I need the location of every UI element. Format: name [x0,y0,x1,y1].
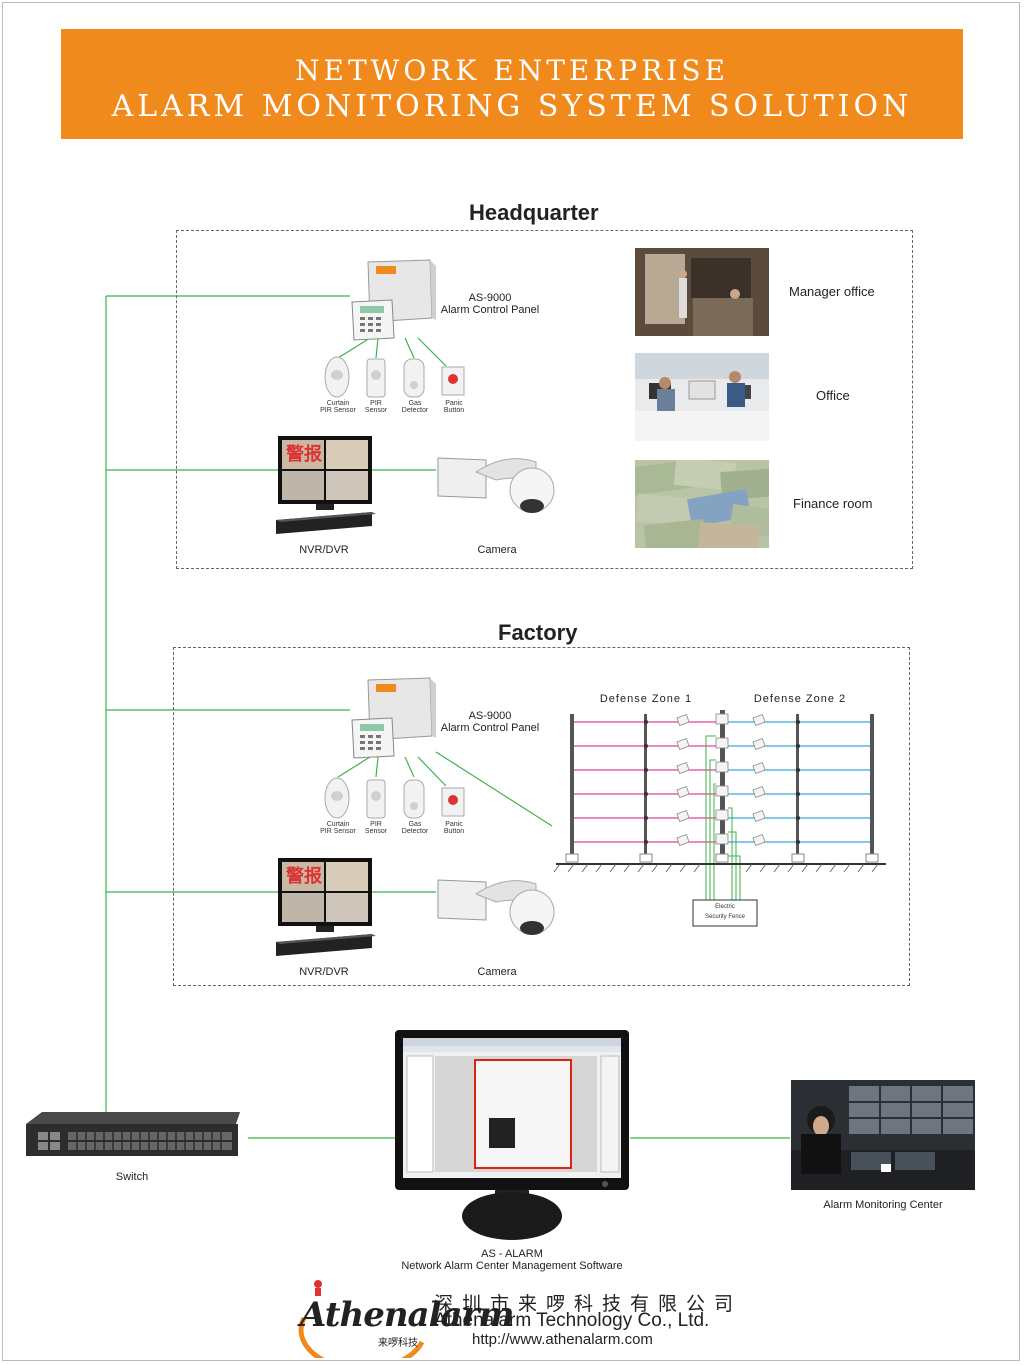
factory-title: Factory [498,620,578,645]
hq-sensor-4-l2: Button [443,407,465,414]
headquarter-title: Headquarter [469,200,599,225]
factory-nvr-overlay: 警报 [286,866,322,886]
defense-zone-2-label: Defense Zone 2 [753,693,847,705]
hq-nvr-label: NVR/DVR [299,544,349,556]
monitoring-center-label: Alarm Monitoring Center [823,1199,943,1211]
finance-room-photo [635,460,769,548]
factory-sensor-3-l2: Detector [401,828,429,835]
network-switch-icon [26,1112,240,1156]
factory-panel-name: Alarm Control Panel [440,722,540,734]
factory-alarm-panel-icon [351,677,436,759]
manager-office-photo [635,248,769,336]
banner-title-line2: ALARM MONITORING SYSTEM SOLUTION [111,89,913,124]
hq-panel-model: AS-9000 [468,292,512,304]
company-name-english: Athenalarm Technology Co., Ltd. [434,1310,710,1331]
company-name-chinese: 深圳市来啰科技有限公司 [434,1293,743,1315]
office-photo [635,353,769,441]
factory-sensor-2-l1: PIR [370,821,382,828]
monitoring-center-photo [791,1080,975,1190]
factory-sensor-4-l1: Panic [445,821,463,828]
hq-sensor-4-l1: Panic [445,400,463,407]
athenalarm-logo-mark [298,1280,425,1358]
factory-sensor-2-l2: Sensor [364,828,388,835]
electric-fence-diagram [553,710,886,927]
logo-wordmark: Athenalarm [300,1295,514,1335]
hq-sensor-3-l2: Detector [401,407,429,414]
title-banner: NETWORK ENTERPRISE ALARM MONITORING SYST… [61,29,963,139]
logo-chinese: 来啰科技 [378,1338,418,1349]
hq-nvr-overlay: 警报 [286,444,322,464]
room-label-manager-office: Manager office [789,284,875,299]
factory-sensor-4-l2: Button [443,828,465,835]
software-description: Network Alarm Center Management Software [401,1260,623,1272]
software-monitor-icon [395,1030,629,1240]
factory-nvr-icon [276,858,376,956]
hq-nvr-icon [276,436,376,534]
banner-title-line1: NETWORK ENTERPRISE [295,54,729,87]
factory-camera-label: Camera [477,966,517,978]
defense-zone-1-label: Defense Zone 1 [599,693,693,705]
room-label-finance-room: Finance room [793,496,873,511]
hq-sensor-3-l1: Gas [408,400,422,407]
hq-sensor-1-l2: PIR Sensor [320,407,356,414]
switch-label: Switch [115,1171,149,1183]
hq-camera-icon [437,457,555,513]
headquarter-zone [176,230,913,569]
fence-controller-l2: Security Fence [704,914,746,920]
company-url[interactable]: http://www.athenalarm.com [472,1331,653,1348]
factory-sensors-icons [324,777,465,819]
factory-zone [173,647,910,986]
factory-panel-model: AS-9000 [468,710,512,722]
hq-sensors-icons [324,356,465,398]
room-label-office: Office [816,388,850,403]
hq-sensor-2-l1: PIR [370,400,382,407]
fence-controller-l1: Electric [715,904,735,910]
hq-sensor-1-l1: Curtain [326,400,350,407]
factory-sensor-1-l1: Curtain [326,821,350,828]
hq-alarm-panel-icon [351,259,436,341]
hq-panel-name: Alarm Control Panel [440,304,540,316]
factory-camera-icon [437,879,555,935]
software-name: AS - ALARM [481,1248,543,1260]
hq-camera-label: Camera [477,544,517,556]
factory-sensor-3-l1: Gas [408,821,422,828]
factory-nvr-label: NVR/DVR [299,966,349,978]
factory-sensor-1-l2: PIR Sensor [320,828,356,835]
hq-sensor-2-l2: Sensor [364,407,388,414]
